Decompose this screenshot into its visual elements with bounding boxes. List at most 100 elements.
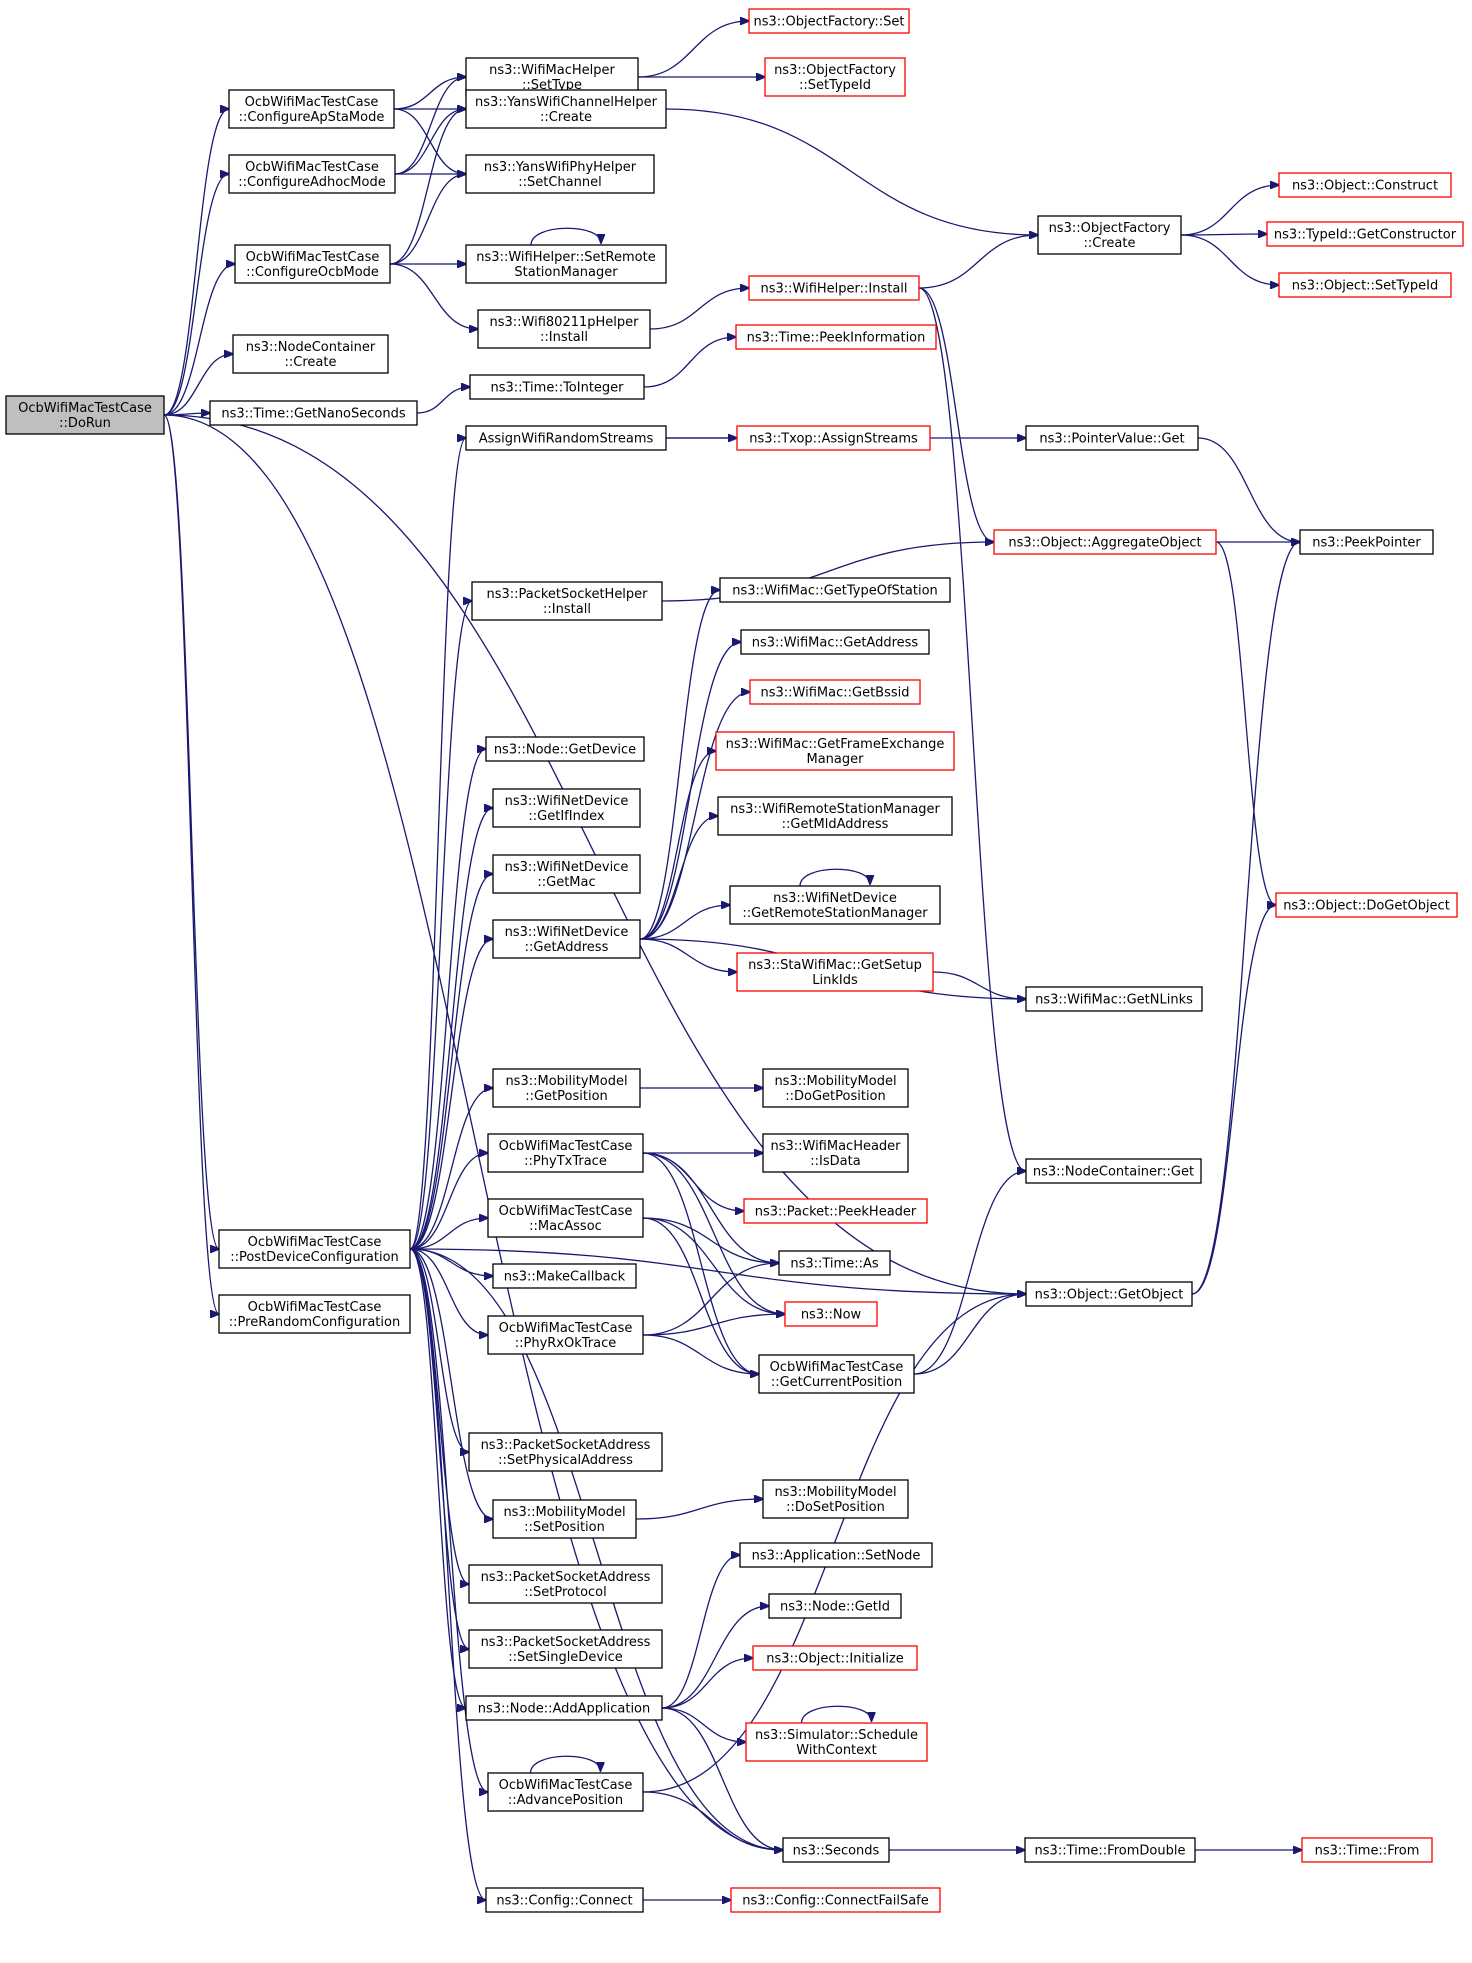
node-postDev[interactable]: OcbWifiMacTestCase::PostDeviceConfigurat… [218,1229,411,1269]
node-box-netDevGetAddr [492,919,641,959]
node-toInteger[interactable]: ns3::Time::ToInteger [469,374,645,400]
node-wifiHelperInstall[interactable]: ns3::WifiHelper::Install [748,275,920,301]
node-label-appSetNode-line0: ns3::Application::SetNode [752,1549,921,1564]
edge-getObject-to-doGetObj [1191,905,1276,1295]
edge-postDev-to-getIfIndex [409,808,493,1250]
node-cfgOcb[interactable]: OcbWifiMacTestCase::ConfigureOcbMode [234,244,391,284]
edge-addApp-to-objInit [661,1658,753,1709]
node-advPos[interactable]: OcbWifiMacTestCase::AdvancePosition [487,1772,644,1812]
node-box-macAssoc [487,1198,644,1238]
node-peekInfo[interactable]: ns3::Time::PeekInformation [735,324,937,350]
node-macGetNLinks[interactable]: ns3::WifiMac::GetNLinks [1025,986,1203,1012]
node-typeIdGetCtor[interactable]: ns3::TypeId::GetConstructor [1266,221,1464,247]
node-macGetBssid[interactable]: ns3::WifiMac::GetBssid [749,679,921,705]
edge-netDevGetRsm-to-netDevGetRsm [799,868,870,887]
node-mobDoSetPos[interactable]: ns3::MobilityModel::DoSetPosition [762,1479,909,1519]
node-label-netDevGetRsm-line0: ns3::WifiNetDevice [773,891,897,906]
node-txopAssign[interactable]: ns3::Txop::AssignStreams [736,425,931,451]
node-getCurPos[interactable]: OcbWifiMacTestCase::GetCurrentPosition [758,1354,915,1394]
node-mobSetPos[interactable]: ns3::MobilityModel::SetPosition [492,1499,637,1539]
node-mobDoGetPos[interactable]: ns3::MobilityModel::DoGetPosition [762,1068,909,1108]
node-label-setSingleDev-line0: ns3::PacketSocketAddress [481,1635,651,1650]
node-objSetTypeId[interactable]: ns3::Object::SetTypeId [1278,272,1452,298]
node-label-phyTxTrace-line0: OcbWifiMacTestCase [499,1139,633,1154]
node-macAssoc[interactable]: OcbWifiMacTestCase::MacAssoc [487,1198,644,1238]
edge-macAssoc-to-getCurPos [642,1217,759,1374]
node-setPhysAddr[interactable]: ns3::PacketSocketAddress::SetPhysicalAdd… [468,1432,663,1472]
node-setSingleDev[interactable]: ns3::PacketSocketAddress::SetSingleDevic… [468,1629,663,1669]
node-macGetAddr[interactable]: ns3::WifiMac::GetAddress [740,629,930,655]
node-box-phyRxOk [487,1315,644,1355]
node-label-staGetSetup-line0: ns3::StaWifiMac::GetSetup [748,958,922,973]
node-ofSet[interactable]: ns3::ObjectFactory::Set [748,8,910,34]
node-ncGet[interactable]: ns3::NodeContainer::Get [1025,1158,1202,1184]
node-connectFailSafe[interactable]: ns3::Config::ConnectFailSafe [730,1887,941,1913]
node-nodeGetDevice[interactable]: ns3::Node::GetDevice [485,736,645,762]
edge-postDev-to-mobSetPos [409,1248,493,1519]
edge-advPos-to-seconds [642,1791,783,1850]
node-box-yansChanCreate [465,89,667,129]
node-cfgAdhoc[interactable]: OcbWifiMacTestCase::ConfigureAdhocMode [228,154,396,194]
node-label-ofCreate-line0: ns3::ObjectFactory [1049,221,1171,236]
node-pktSockInstall[interactable]: ns3::PacketSocketHelper::Install [471,581,663,621]
node-seconds[interactable]: ns3::Seconds [782,1837,890,1863]
node-label-ncGet-line0: ns3::NodeContainer::Get [1033,1165,1194,1180]
node-netDevGetAddr[interactable]: ns3::WifiNetDevice::GetAddress [492,919,641,959]
node-objInit[interactable]: ns3::Object::Initialize [752,1645,918,1671]
node-mobGetPos[interactable]: ns3::MobilityModel::GetPosition [492,1068,641,1108]
node-appSetNode[interactable]: ns3::Application::SetNode [739,1542,933,1568]
node-cfgConnect[interactable]: ns3::Config::Connect [485,1887,644,1913]
node-yansChanCreate[interactable]: ns3::YansWifiChannelHelper::Create [465,89,667,129]
node-hdrIsData[interactable]: ns3::WifiMacHeader::IsData [762,1133,909,1173]
node-pvGet[interactable]: ns3::PointerValue::Get [1025,425,1199,451]
node-objConstruct[interactable]: ns3::Object::Construct [1278,172,1452,198]
node-ofSetTypeId[interactable]: ns3::ObjectFactory::SetTypeId [764,57,906,97]
node-label-macGetAddr-line0: ns3::WifiMac::GetAddress [752,636,919,651]
node-nodeContainerCreate[interactable]: ns3::NodeContainer::Create [232,334,389,374]
node-getIfIndex[interactable]: ns3::WifiNetDevice::GetIfIndex [492,788,641,828]
edge-postDev-to-setProtocol [409,1248,469,1584]
node-getNano[interactable]: ns3::Time::GetNanoSeconds [209,400,418,426]
node-assignRand[interactable]: AssignWifiRandomStreams [465,425,667,451]
node-pktPeekHdr[interactable]: ns3::Packet::PeekHeader [743,1198,928,1224]
node-doRun[interactable]: OcbWifiMacTestCase::DoRun [5,395,165,435]
node-setProtocol[interactable]: ns3::PacketSocketAddress::SetProtocol [468,1564,663,1604]
node-now[interactable]: ns3::Now [784,1301,878,1327]
node-makeCallback[interactable]: ns3::MakeCallback [492,1263,637,1289]
node-macGetTypeSta[interactable]: ns3::WifiMac::GetTypeOfStation [719,577,951,603]
node-yansPhySetChan[interactable]: ns3::YansWifiPhyHelper::SetChannel [465,154,655,194]
node-box-objSetTypeId [1278,272,1452,298]
edge-postDev-to-getMac [409,874,493,1250]
node-cfgApSta[interactable]: OcbWifiMacTestCase::ConfigureApStaMode [228,89,395,129]
node-box-staGetSetup [736,952,934,992]
node-timeAs[interactable]: ns3::Time::As [778,1250,891,1276]
node-phyRxOk[interactable]: OcbWifiMacTestCase::PhyRxOkTrace [487,1315,644,1355]
node-netDevGetRsm[interactable]: ns3::WifiNetDevice::GetRemoteStationMana… [729,885,941,925]
node-addApp[interactable]: ns3::Node::AddApplication [465,1695,663,1721]
node-getMac[interactable]: ns3::WifiNetDevice::GetMac [492,854,641,894]
node-aggObj[interactable]: ns3::Object::AggregateObject [993,529,1217,555]
edge-postDev-to-nodeGetDevice [409,749,486,1250]
node-rsmGetMld[interactable]: ns3::WifiRemoteStationManager::GetMldAdd… [717,796,953,836]
node-peekPtr[interactable]: ns3::PeekPointer [1299,529,1434,555]
node-ofCreate[interactable]: ns3::ObjectFactory::Create [1037,215,1182,255]
node-w80211pInstall[interactable]: ns3::Wifi80211pHelper::Install [477,309,651,349]
node-box-cfgOcb [234,244,391,284]
node-box-ofSet [748,8,910,34]
node-box-pvGet [1025,425,1199,451]
edge-postDev-to-netDevGetAddr [409,939,493,1250]
node-phyTxTrace[interactable]: OcbWifiMacTestCase::PhyTxTrace [487,1133,644,1173]
node-doGetObj[interactable]: ns3::Object::DoGetObject [1275,892,1458,918]
node-nodeGetId[interactable]: ns3::Node::GetId [768,1593,902,1619]
node-getObject[interactable]: ns3::Object::GetObject [1025,1281,1193,1307]
node-fromDouble[interactable]: ns3::Time::FromDouble [1024,1837,1196,1863]
node-timeFrom[interactable]: ns3::Time::From [1301,1837,1433,1863]
edge-netDevGetAddr-to-rsmGetMld [639,816,718,940]
edge-wifiHelperInstall-to-aggObj [918,287,994,542]
node-preRand[interactable]: OcbWifiMacTestCase::PreRandomConfigurati… [218,1294,411,1334]
edge-setRemote-to-setRemote [530,227,601,246]
